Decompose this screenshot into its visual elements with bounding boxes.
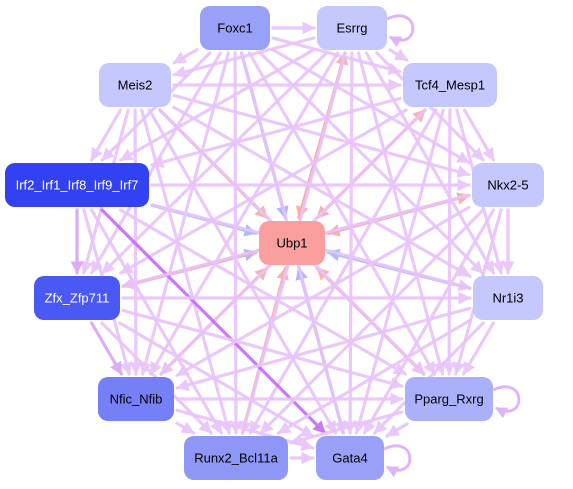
node-gata4[interactable]: Gata4	[316, 436, 384, 480]
node-ubp1[interactable]: Ubp1	[259, 221, 325, 265]
node-box-pparg	[405, 377, 493, 421]
node-box-esrrg	[317, 6, 387, 50]
edge-nr1i3-to-runx2	[276, 318, 472, 435]
node-runx2[interactable]: Runx2_Bcl11a	[184, 436, 288, 480]
edge-nkx25-to-gata4	[362, 208, 496, 435]
node-tcf4[interactable]: Tcf4_Mesp1	[403, 63, 497, 107]
edge-esrrg-to-tcf4	[388, 48, 409, 62]
edge-meis2-to-gata4	[147, 108, 338, 435]
edge-tcf4-to-irf	[150, 96, 402, 169]
edge-tcf4-to-zfx	[119, 108, 408, 275]
node-zfx[interactable]: Zfx_Zfp711	[34, 276, 120, 320]
edge-nfic-to-runx2	[175, 421, 196, 435]
node-box-meis2	[99, 63, 171, 107]
node-label-nkx25: Nkx2-5	[487, 178, 528, 193]
node-label-pparg: Pparg_Rxrg	[414, 392, 483, 407]
edge-esrrg-to-gata4	[343, 51, 357, 435]
edge-meis2-to-nkx25	[172, 93, 471, 178]
self-loop-esrrg	[386, 14, 415, 48]
edge-esrrg-to-nfic	[149, 51, 339, 376]
node-label-runx2: Runx2_Bcl11a	[194, 451, 278, 466]
edge-foxc1-to-pparg	[247, 51, 437, 376]
node-label-zfx: Zfx_Zfp711	[45, 291, 110, 306]
node-pparg[interactable]: Pparg_Rxrg	[405, 377, 493, 421]
node-box-ubp1	[259, 221, 325, 265]
edge-nkx25-to-nfic	[175, 205, 471, 377]
edge-zfx-to-nfic	[89, 321, 124, 376]
node-label-esrrg: Esrrg	[336, 21, 367, 36]
node-nfic[interactable]: Nfic_Nfib	[98, 377, 174, 421]
node-label-gata4: Gata4	[332, 451, 367, 466]
node-nkx25[interactable]: Nkx2-5	[472, 163, 544, 207]
node-label-nr1i3: Nr1i3	[492, 291, 523, 306]
edge-foxc1-to-meis2	[172, 48, 199, 65]
edge-foxc1-to-runx2	[229, 51, 243, 435]
node-label-tcf4: Tcf4_Mesp1	[415, 78, 485, 93]
self-loop-pparg	[492, 385, 521, 419]
edge-irf-to-runx2	[89, 208, 223, 435]
edge-pparg-to-gata4	[385, 422, 409, 438]
edge-esrrg-to-meis2	[172, 36, 316, 79]
node-box-irf	[5, 163, 149, 207]
edge-zfx-to-gata4	[118, 321, 315, 438]
edge-pparg-to-runx2	[289, 410, 404, 446]
node-label-ubp1: Ubp1	[276, 236, 307, 251]
edge-esrrg-to-irf	[119, 48, 316, 162]
node-esrrg[interactable]: Esrrg	[317, 6, 387, 50]
edge-irf-to-gata4	[100, 208, 327, 435]
edge-zfx-to-pparg	[121, 308, 404, 390]
self-loop-layer	[383, 14, 521, 478]
node-box-nr1i3	[473, 276, 543, 320]
node-meis2[interactable]: Meis2	[99, 63, 171, 107]
edge-tcf4-to-runx2	[248, 108, 438, 435]
edge-nr1i3-to-pparg	[462, 321, 495, 376]
node-box-zfx	[34, 276, 120, 320]
node-label-irf: Irf2_Irf1_Irf8_Irf9_Irf7	[16, 178, 139, 193]
node-box-runx2	[184, 436, 288, 480]
node-box-nkx25	[472, 163, 544, 207]
node-label-nfic: Nfic_Nfib	[110, 392, 163, 407]
edge-nr1i3-to-nfic	[175, 306, 472, 392]
node-foxc1[interactable]: Foxc1	[200, 6, 270, 50]
node-label-meis2: Meis2	[118, 78, 153, 93]
edge-meis2-to-nr1i3	[172, 105, 472, 278]
node-box-tcf4	[403, 63, 497, 107]
edge-meis2-to-irf	[89, 108, 123, 162]
node-nr1i3[interactable]: Nr1i3	[473, 276, 543, 320]
node-box-nfic	[98, 377, 174, 421]
node-box-gata4	[316, 436, 384, 480]
node-box-foxc1	[200, 6, 270, 50]
node-irf[interactable]: Irf2_Irf1_Irf8_Irf9_Irf7	[5, 163, 149, 207]
node-label-foxc1: Foxc1	[217, 21, 252, 36]
edge-tcf4-to-nkx25	[462, 108, 496, 162]
self-loop-gata4	[383, 444, 412, 478]
edge-irf-to-pparg	[118, 208, 408, 376]
edge-nkx25-to-runx2	[259, 208, 485, 435]
